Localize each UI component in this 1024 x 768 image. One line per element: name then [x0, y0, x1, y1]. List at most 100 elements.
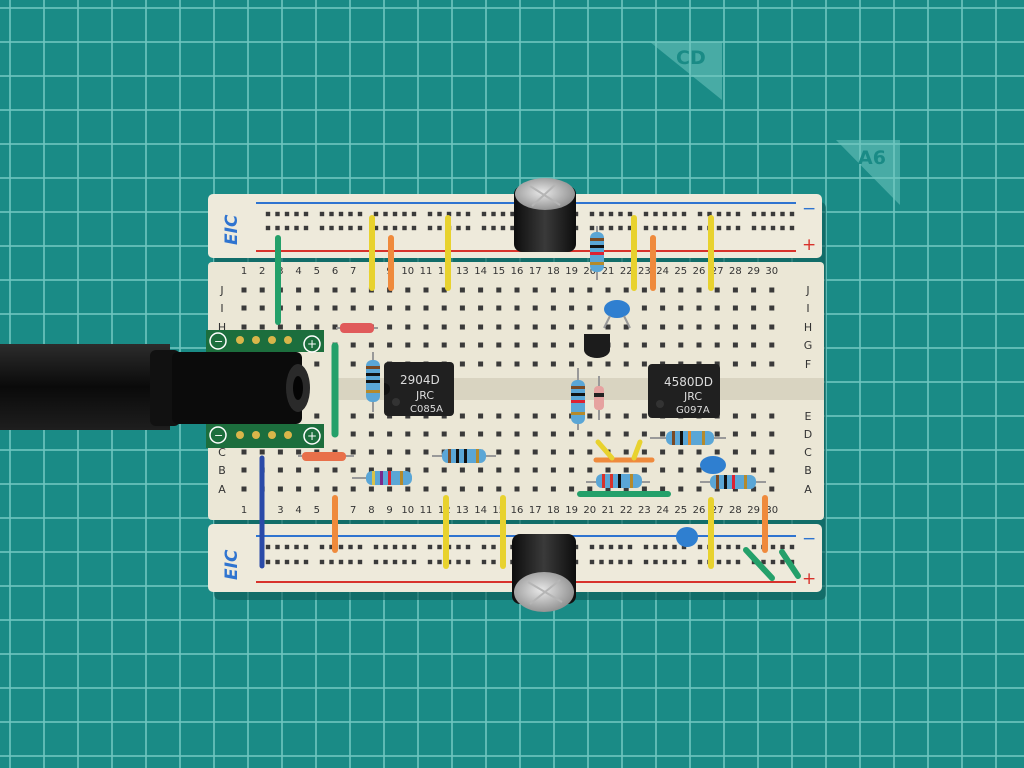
top-rail-minus: − [802, 199, 816, 219]
breadboard: EIC EIC − + − + 112233445566778899101011… [208, 194, 824, 592]
hole [496, 361, 502, 367]
rail-hole [789, 544, 795, 550]
brand-label-bottom: EIC [222, 549, 242, 580]
column-number: 29 [747, 505, 760, 516]
hole [441, 342, 447, 348]
rail-hole [427, 225, 433, 231]
rail-hole [491, 211, 496, 217]
hole [459, 305, 465, 311]
ic-2904d-code: C085A [410, 404, 443, 415]
ceramic-capacitor [604, 300, 630, 318]
hole [678, 287, 684, 293]
hole [350, 305, 356, 311]
hole [478, 431, 484, 437]
hole [696, 287, 702, 293]
hole [732, 361, 738, 367]
hole [296, 305, 302, 311]
column-number: 30 [765, 266, 778, 277]
row-letter: H [218, 321, 226, 334]
resistor [700, 475, 766, 489]
rail-hole [589, 559, 595, 565]
jumper-wires [259, 215, 801, 581]
column-number: 11 [420, 266, 433, 277]
column-number: 11 [420, 505, 433, 516]
hole [641, 287, 647, 293]
ceramic-capacitor [700, 456, 726, 474]
hole [732, 431, 738, 437]
hole [678, 486, 684, 492]
transistor [584, 334, 610, 358]
column-number: 9 [386, 505, 392, 516]
rail-hole [265, 544, 271, 550]
hole [459, 413, 465, 419]
rail-hole [697, 225, 703, 231]
hole [569, 431, 575, 437]
rail-hole [491, 559, 496, 565]
rail-hole [392, 211, 398, 217]
hole [387, 486, 393, 492]
hole [605, 431, 611, 437]
column-number: 8 [368, 505, 374, 516]
hole [587, 287, 593, 293]
hole [514, 342, 520, 348]
rail-hole [491, 225, 496, 231]
hole [514, 413, 520, 419]
hole [332, 486, 338, 492]
hole [696, 467, 702, 473]
hole [696, 486, 702, 492]
hole [277, 486, 283, 492]
brand-label-top: EIC [222, 214, 242, 245]
rail-hole [437, 559, 442, 565]
hole [714, 449, 720, 455]
column-number: 5 [314, 505, 320, 516]
row-letter: D [804, 428, 812, 441]
rail-hole [284, 544, 290, 550]
rail-hole [643, 559, 649, 565]
rail-hole [329, 211, 334, 217]
hole [623, 287, 629, 293]
hole [587, 413, 593, 419]
rail-hole [329, 559, 334, 565]
hole [751, 486, 757, 492]
hole [532, 431, 538, 437]
hole [277, 467, 283, 473]
hole [623, 361, 629, 367]
row-letter: A [218, 483, 226, 496]
hole [296, 324, 302, 330]
column-number: 30 [765, 505, 778, 516]
bottom-rail-minus: − [802, 529, 816, 549]
rail-hole [411, 544, 417, 550]
resistor [298, 452, 354, 461]
rail-hole [510, 211, 515, 217]
hole [496, 287, 502, 293]
hole [368, 413, 374, 419]
rail-hole [411, 559, 417, 565]
column-number: 14 [474, 266, 487, 277]
rail-hole [265, 211, 271, 217]
rail-hole [491, 544, 496, 550]
hole [569, 324, 575, 330]
column-number: 21 [602, 505, 615, 516]
hole [496, 324, 502, 330]
hole [259, 449, 265, 455]
rail-hole [465, 211, 471, 217]
hole [532, 361, 538, 367]
hole [732, 467, 738, 473]
column-number: 16 [511, 505, 524, 516]
hole [368, 449, 374, 455]
rail-hole [735, 559, 741, 565]
diode [594, 376, 604, 420]
hole [623, 342, 629, 348]
hole [478, 467, 484, 473]
hole [732, 342, 738, 348]
rail-hole [456, 544, 461, 550]
hole [532, 324, 538, 330]
column-number: 19 [565, 505, 578, 516]
hole [478, 287, 484, 293]
rail-hole [599, 544, 604, 550]
rail-hole [465, 559, 471, 565]
hole [569, 287, 575, 293]
hole [314, 413, 320, 419]
rail-hole [672, 544, 677, 550]
hole [241, 305, 247, 311]
